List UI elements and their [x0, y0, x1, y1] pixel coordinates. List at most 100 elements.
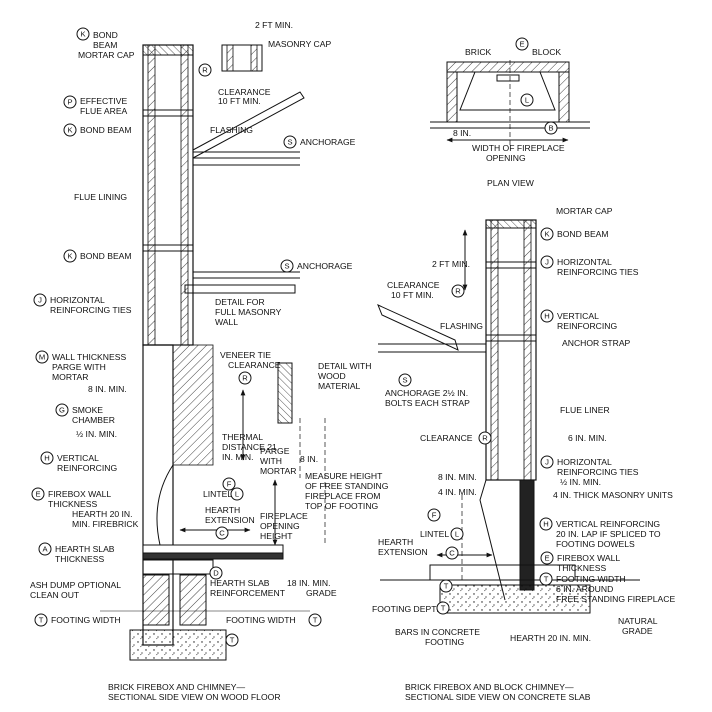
- svg-text:T: T: [230, 636, 235, 645]
- badge-s-1-icon: S: [283, 135, 297, 149]
- svg-text:H: H: [44, 454, 49, 463]
- svg-text:C: C: [449, 549, 455, 558]
- label-4in-thick: 4 IN. THICK MASONRY UNITS: [553, 490, 673, 500]
- svg-text:L: L: [235, 490, 239, 499]
- label-footing-width-r2: 6 IN. AROUND: [556, 584, 613, 594]
- plan-view-drawing: [430, 60, 590, 148]
- badge-j-1-icon: J: [33, 293, 47, 307]
- badge-k-3-icon: K: [63, 249, 77, 263]
- label-veneer-tie: VENEER TIE: [220, 350, 271, 360]
- badge-r-icon: R: [198, 63, 212, 77]
- label-half-in-min: ½ IN. MIN.: [76, 429, 117, 439]
- label-beam: BEAM: [93, 40, 117, 50]
- label-min-firebrick: MIN. FIREBRICK: [72, 519, 139, 529]
- label-anchorage-r1: ANCHORAGE 2½ IN.: [385, 388, 468, 398]
- badge-e-2-icon: E: [515, 37, 529, 51]
- label-with: WITH: [260, 456, 282, 466]
- label-extension-r: EXTENSION: [378, 547, 428, 557]
- label-ash-dump: ASH DUMP OPTIONAL: [30, 580, 121, 590]
- label-reinforcing-ties-r: REINFORCING TIES: [557, 267, 639, 277]
- label-mortar-2: MORTAR: [260, 466, 296, 476]
- badge-r-r-icon: R: [451, 284, 465, 298]
- svg-text:T: T: [313, 616, 318, 625]
- badge-t-3-icon: T: [225, 633, 239, 647]
- svg-text:H: H: [544, 312, 549, 321]
- label-hearth-20in: HEARTH 20 IN.: [72, 509, 133, 519]
- label-footing-width-r1: FOOTING WIDTH: [556, 574, 626, 584]
- badge-t-2-icon: T: [308, 613, 322, 627]
- right-labels: MORTAR CAP K BOND BEAM 2 FT MIN. J HORIZ…: [372, 206, 675, 702]
- svg-text:C: C: [219, 529, 225, 538]
- label-natural-grade: GRADE: [622, 626, 653, 636]
- label-clean-out: CLEAN OUT: [30, 590, 80, 600]
- left-caption-line2: SECTIONAL SIDE VIEW ON WOOD FLOOR: [108, 692, 281, 702]
- badge-f-icon: F: [222, 477, 236, 491]
- svg-text:K: K: [67, 252, 72, 261]
- badge-t-1-icon: T: [34, 613, 48, 627]
- label-reinforcement: REINFORCEMENT: [210, 588, 286, 598]
- badge-m-icon: M: [35, 350, 49, 364]
- label-flue-liner: FLUE LINER: [560, 405, 610, 415]
- label-clearance-r: CLEARANCE: [387, 280, 440, 290]
- label-parge-with: PARGE WITH: [52, 362, 106, 372]
- badge-k-2-icon: K: [63, 123, 77, 137]
- label-footing-width-b: FOOTING WIDTH: [226, 615, 296, 625]
- badge-j-r2-icon: J: [540, 455, 554, 469]
- left-section-drawing: [100, 44, 326, 661]
- label-thickness: THICKNESS: [48, 499, 97, 509]
- label-brick: BRICK: [465, 47, 492, 57]
- svg-text:F: F: [432, 511, 437, 520]
- svg-text:R: R: [482, 434, 488, 443]
- label-opening: OPENING: [260, 521, 300, 531]
- badge-letter: K: [80, 30, 85, 39]
- label-reinforcing-ties: REINFORCING TIES: [50, 305, 132, 315]
- label-clearance-2: CLEARANCE: [228, 360, 281, 370]
- label-fireplace: FIREPLACE: [260, 511, 308, 521]
- badge-h-icon: H: [40, 451, 54, 465]
- label-material: MATERIAL: [318, 381, 361, 391]
- label-top-of-footing: TOP OF FOOTING: [305, 501, 379, 511]
- svg-text:J: J: [545, 458, 549, 467]
- label-anchorage-a: ANCHORAGE: [300, 137, 356, 147]
- svg-text:T: T: [441, 604, 446, 613]
- badge-s-r-icon: S: [398, 373, 412, 387]
- svg-text:J: J: [38, 296, 42, 305]
- label-measure-height: MEASURE HEIGHT: [305, 471, 383, 481]
- label-8in: 8 IN.: [300, 454, 318, 464]
- label-vert-reinf-rb3: FOOTING DOWELS: [556, 539, 635, 549]
- label-firebox-wall-r: FIREBOX WALL: [557, 553, 620, 563]
- label-lintel-r: LINTEL: [420, 529, 449, 539]
- label-masonry-cap: MASONRY CAP: [268, 39, 331, 49]
- badge-l-2-icon: L: [520, 93, 534, 107]
- label-half-in-min-r: ½ IN. MIN.: [560, 477, 601, 487]
- label-anchorage-b: ANCHORAGE: [297, 261, 353, 271]
- svg-text:K: K: [544, 230, 549, 239]
- label-18in-min: 18 IN. MIN.: [287, 578, 330, 588]
- svg-text:G: G: [59, 406, 65, 415]
- right-caption-line2: SECTIONAL SIDE VIEW ON CONCRETE SLAB: [405, 692, 591, 702]
- label-firebox-wall: FIREBOX WALL: [48, 489, 111, 499]
- left-labels: K BOND BEAM MORTAR CAP 2 FT MIN. MASONRY…: [30, 20, 389, 702]
- label-wall-thickness: WALL THICKNESS: [52, 352, 126, 362]
- badge-a-icon: A: [38, 542, 52, 556]
- label-wood: WOOD: [318, 371, 346, 381]
- label-mortar-cap: MORTAR CAP: [78, 50, 135, 60]
- svg-text:L: L: [525, 96, 529, 105]
- label-wall: WALL: [215, 317, 238, 327]
- label-flashing: FLASHING: [210, 125, 253, 135]
- right-caption-line1: BRICK FIREBOX AND BLOCK CHIMNEY—: [405, 682, 574, 692]
- label-footing-width-r3: FREE STANDING FIREPLACE: [556, 594, 675, 604]
- badge-t-r3-icon: T: [436, 601, 450, 615]
- label-hearth-slab: HEARTH SLAB: [55, 544, 115, 554]
- svg-text:R: R: [455, 287, 461, 296]
- badge-c-icon: C: [215, 526, 229, 540]
- label-10ft-min: 10 FT MIN.: [218, 96, 261, 106]
- label-horizontal-r: HORIZONTAL: [557, 257, 612, 267]
- label-smoke: SMOKE: [72, 405, 103, 415]
- label-width-of-fireplace: WIDTH OF FIREPLACE: [472, 143, 565, 153]
- label-detail-with: DETAIL WITH: [318, 361, 371, 371]
- label-flashing-r: FLASHING: [440, 321, 483, 331]
- svg-text:F: F: [227, 480, 232, 489]
- label-8in-min-r: 8 IN. MIN.: [438, 472, 477, 482]
